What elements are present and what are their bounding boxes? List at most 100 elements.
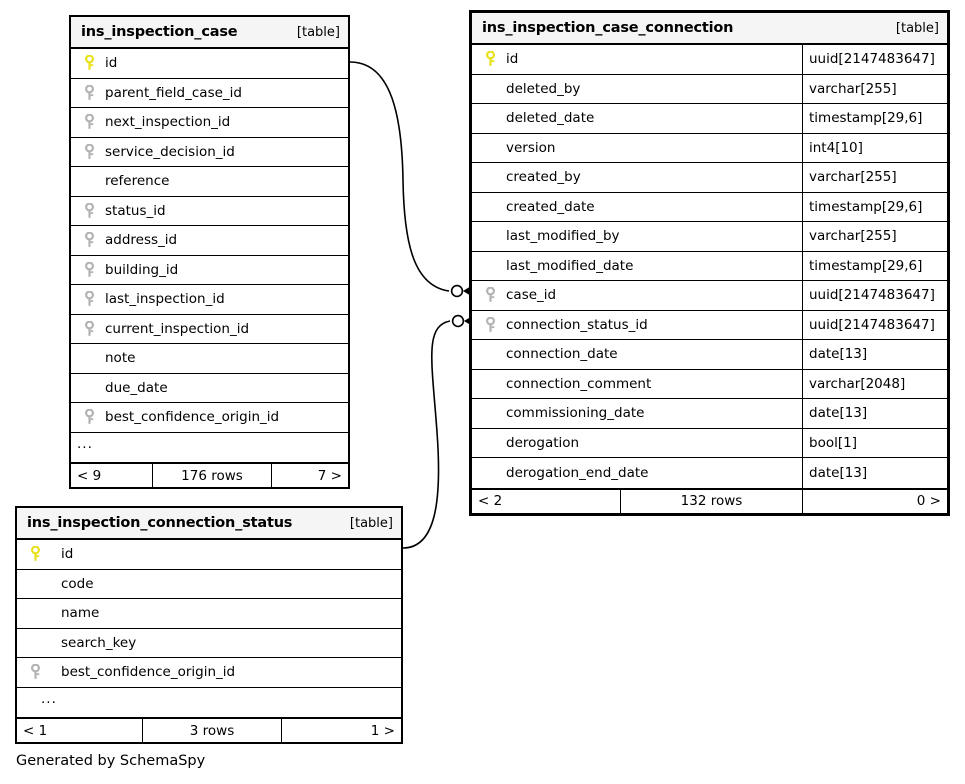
column-row[interactable]: deleted_date timestamp[29,6] [472,104,947,134]
column-row[interactable]: due_date [71,373,348,403]
column-row[interactable]: next_inspection_id [71,108,348,138]
foreign-key-icon [81,84,97,101]
column-name: current_inspection_id [105,320,250,337]
pager-next-button[interactable]: 0 > [802,489,947,513]
column-name-cell: name [17,599,401,628]
column-name: connection_status_id [506,316,648,333]
pager-prev-button[interactable]: < 1 [17,719,142,742]
table-ins_inspection_case[interactable]: ins_inspection_case [table] id parent_fi… [69,15,350,489]
column-row[interactable]: id [71,49,348,79]
no-key-spacer [482,199,498,215]
table-pager[interactable]: < 9 176 rows 7 > [71,462,348,487]
column-row[interactable]: version int4[10] [472,133,947,163]
pager-next-button[interactable]: 1 > [281,719,401,742]
column-row[interactable]: case_id uuid[2147483647] [472,281,947,311]
column-name: id [105,55,118,72]
more-columns-row[interactable]: ... [17,687,401,718]
column-row[interactable]: derogation bool[1] [472,428,947,458]
table-title: ins_inspection_connection_status [27,515,293,531]
no-key-spacer [27,635,43,651]
row-count-text: 3 rows [189,722,235,739]
column-row[interactable]: last_modified_date timestamp[29,6] [472,251,947,281]
table-ins_inspection_case_connection[interactable]: ins_inspection_case_connection [table] i… [469,10,950,516]
column-row[interactable]: id [17,540,401,570]
column-row[interactable]: parent_field_case_id [71,78,348,108]
column-type: int4[10] [802,133,947,162]
column-name: search_key [61,634,137,651]
primary-key-icon [81,55,97,71]
column-row[interactable]: deleted_by varchar[255] [472,74,947,104]
foreign-key-icon [81,409,97,425]
more-columns-row[interactable]: ... [71,432,348,462]
column-row[interactable]: last_inspection_id [71,285,348,315]
column-type: date[13] [802,458,947,488]
column-name: last_inspection_id [105,291,225,308]
no-key-spacer [482,81,498,97]
column-row[interactable]: connection_date date[13] [472,340,947,370]
pager-prev-button[interactable]: < 9 [71,464,152,487]
column-row[interactable]: note [71,344,348,374]
table-header[interactable]: ins_inspection_connection_status [table] [17,508,401,540]
column-type: timestamp[29,6] [802,251,947,280]
column-row[interactable]: current_inspection_id [71,314,348,344]
column-row[interactable]: created_by varchar[255] [472,163,947,193]
column-name-cell: id [71,49,348,78]
column-row[interactable]: connection_status_id uuid[2147483647] [472,310,947,340]
column-row[interactable]: created_date timestamp[29,6] [472,192,947,222]
table-pager[interactable]: < 1 3 rows 1 > [17,717,401,742]
no-key-spacer [81,350,97,366]
no-key-spacer [482,465,498,481]
pager-prev-button[interactable]: < 2 [472,490,620,513]
column-row[interactable]: search_key [17,628,401,658]
column-name: case_id [506,287,557,304]
column-row[interactable]: name [17,599,401,629]
column-row[interactable]: best_confidence_origin_id [71,403,348,433]
column-name-cell: current_inspection_id [71,315,348,344]
column-name-cell: note [71,344,348,373]
column-row[interactable]: building_id [71,255,348,285]
column-name: deleted_by [506,80,581,97]
column-name-cell: deleted_by [472,75,802,104]
table-header[interactable]: ins_inspection_case [table] [71,17,348,49]
column-name-cell: last_inspection_id [71,285,348,314]
column-type: uuid[2147483647] [802,281,947,310]
row-count-label: 132 rows [620,489,802,513]
column-row[interactable]: last_modified_by varchar[255] [472,222,947,252]
foreign-key-icon [27,664,43,680]
no-key-spacer [482,228,498,244]
column-name-cell: ... [17,688,401,718]
primary-key-icon [482,51,498,67]
column-row[interactable]: derogation_end_date date[13] [472,458,947,488]
column-name-cell: derogation [472,429,802,458]
column-name-cell: created_date [472,193,802,222]
column-row[interactable]: status_id [71,196,348,226]
column-name-cell: connection_date [472,340,802,369]
column-name: code [61,575,94,592]
column-name-cell: connection_status_id [472,311,802,340]
column-name: due_date [105,379,168,396]
column-name: status_id [105,202,166,219]
no-key-spacer [482,376,498,392]
column-name: connection_date [506,346,618,363]
column-row[interactable]: code [17,569,401,599]
column-name-cell: deleted_date [472,104,802,133]
column-row[interactable]: commissioning_date date[13] [472,399,947,429]
column-name: derogation_end_date [506,464,649,481]
column-row[interactable]: service_decision_id [71,137,348,167]
column-name-cell: due_date [71,374,348,403]
column-row[interactable]: reference [71,167,348,197]
foreign-key-icon [482,316,498,333]
table-pager[interactable]: < 2 132 rows 0 > [472,487,947,513]
table-header[interactable]: ins_inspection_case_connection [table] [472,13,947,45]
table-kind-label: [table] [349,515,393,531]
column-row[interactable]: best_confidence_origin_id [17,658,401,688]
column-row[interactable]: connection_comment varchar[2048] [472,369,947,399]
no-key-spacer [482,346,498,362]
column-name-cell: code [17,570,401,599]
table-ins_inspection_connection_status[interactable]: ins_inspection_connection_status [table]… [15,506,403,744]
table-columns: id parent_field_case_id next_inspection_… [71,49,348,462]
pager-next-button[interactable]: 7 > [271,464,348,487]
column-row[interactable]: address_id [71,226,348,256]
column-row[interactable]: id uuid[2147483647] [472,45,947,75]
